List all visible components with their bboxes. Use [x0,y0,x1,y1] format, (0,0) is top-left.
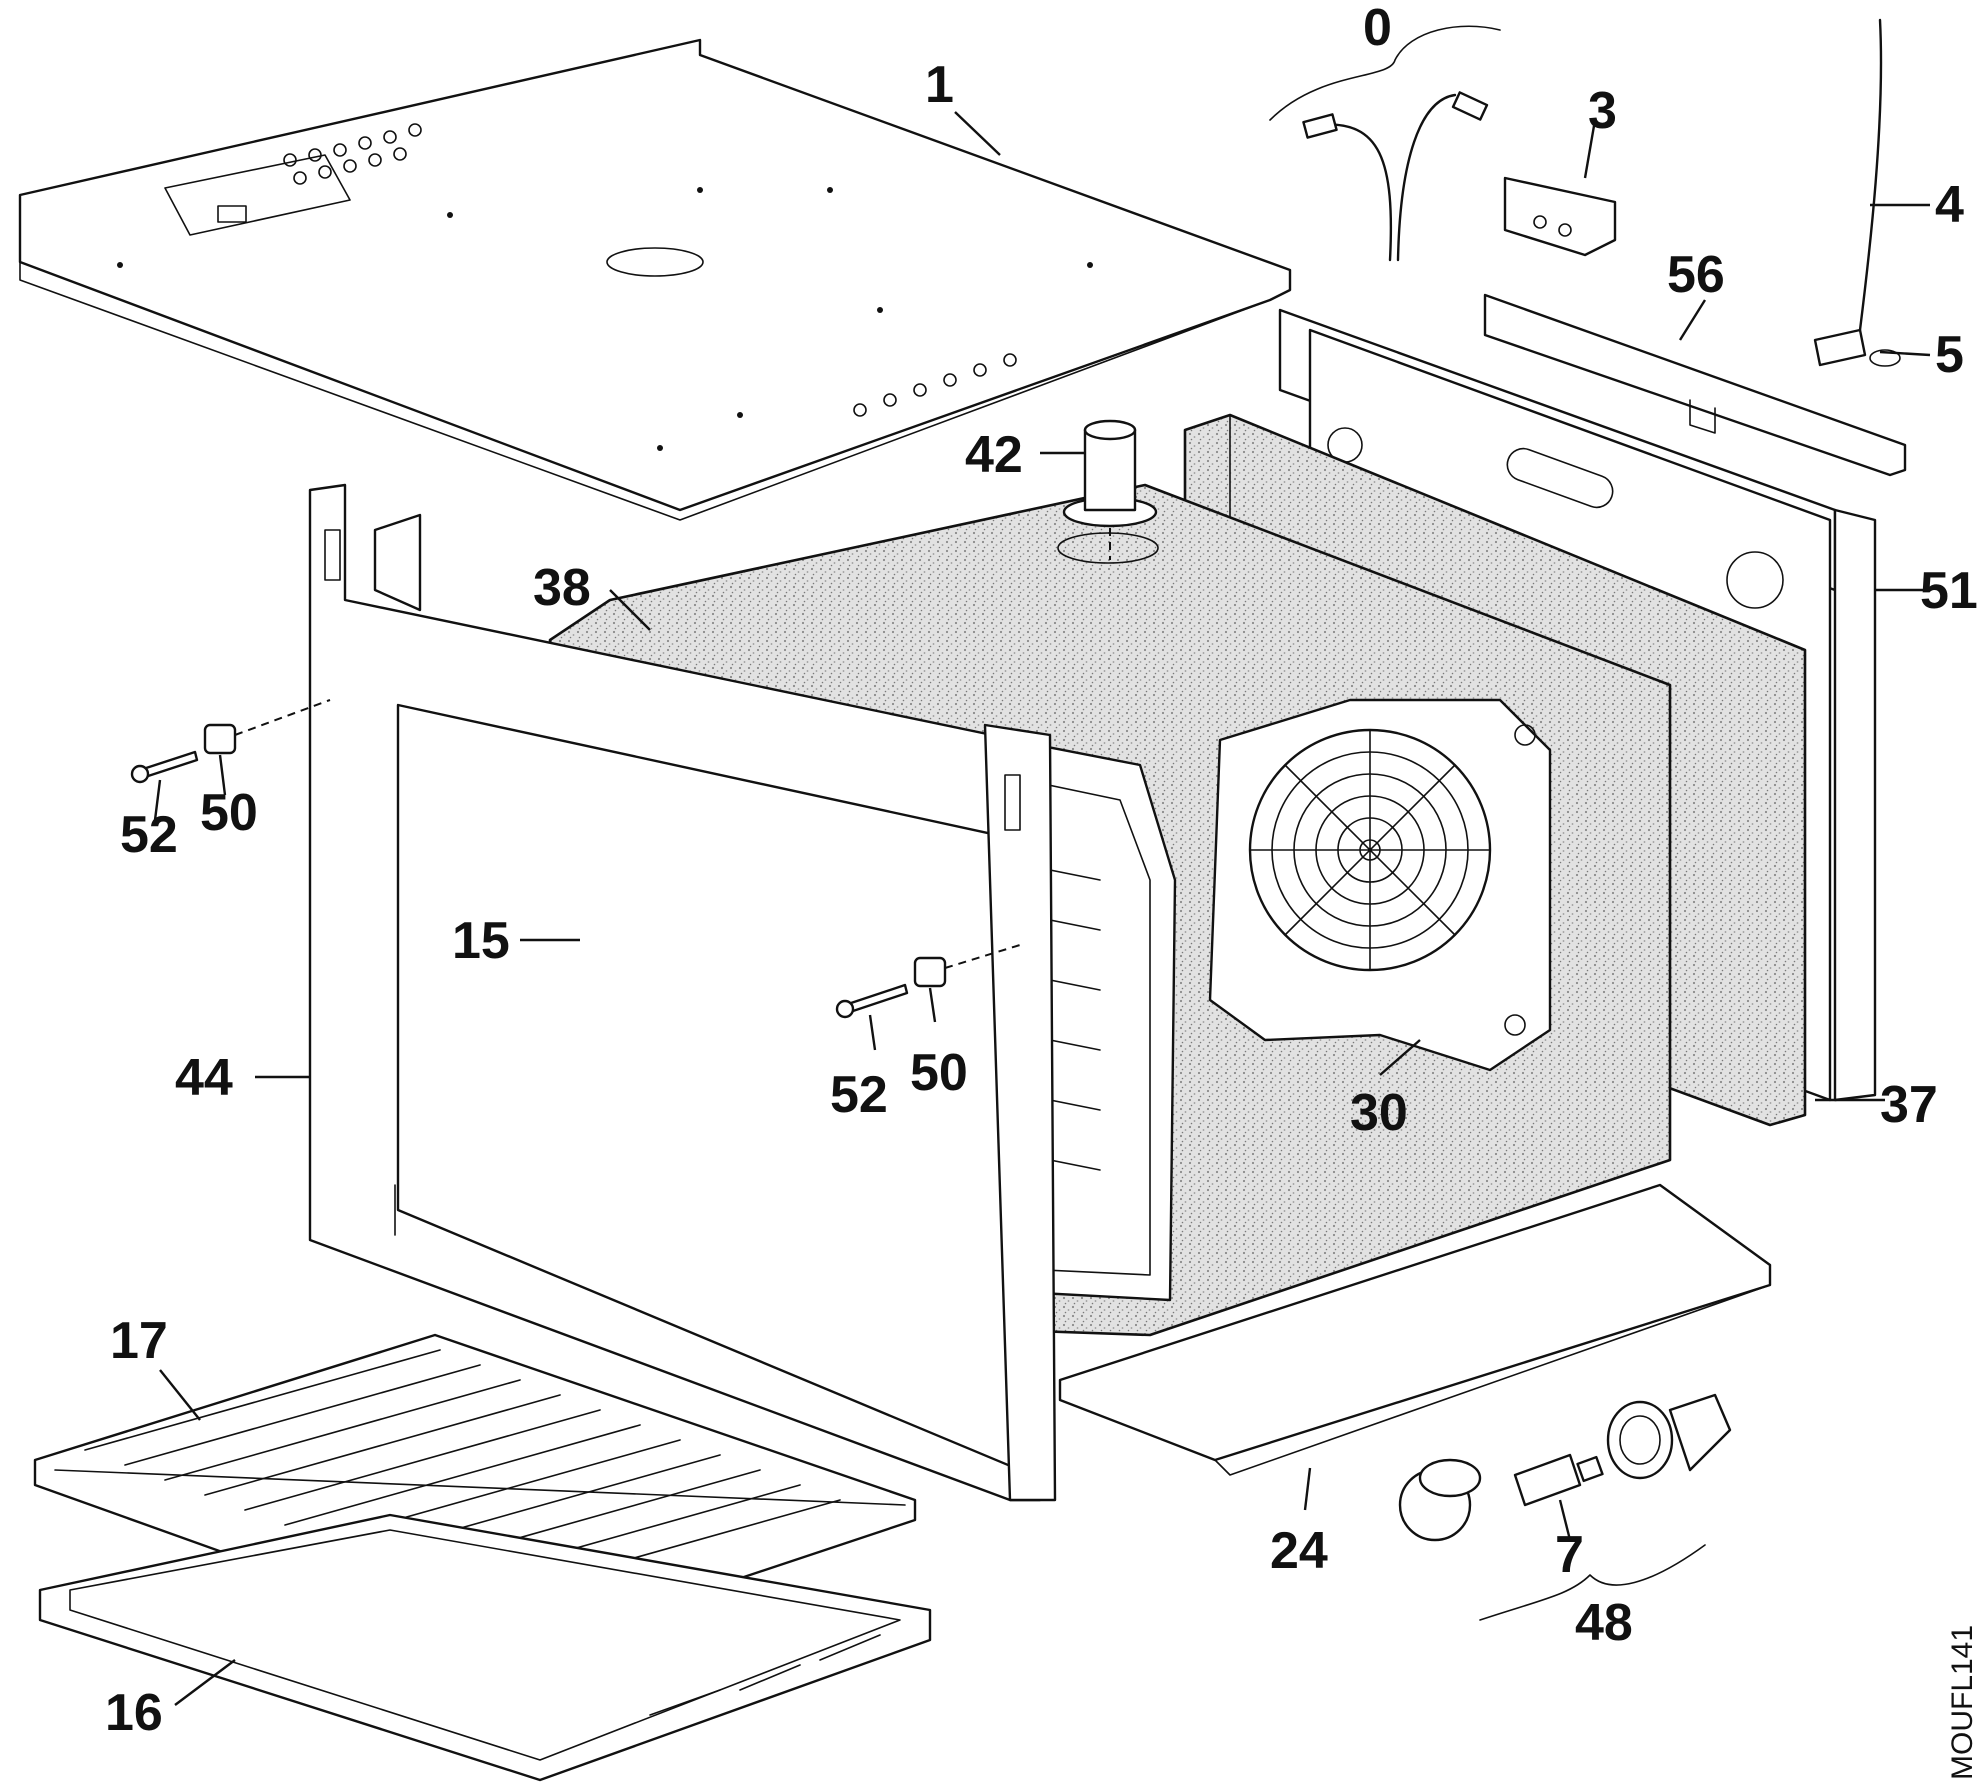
callout-1: 1 [925,56,954,114]
lamp-holder [1606,1393,1732,1480]
bottom-panel [1058,1183,1772,1476]
control-holes [283,123,422,185]
front-frame [308,483,1057,1502]
callout-0: 0 [1363,0,1392,57]
lamp-bulb [1513,1453,1604,1507]
terminal-block [1503,176,1617,257]
callout-7: 7 [1555,1526,1584,1584]
callouts: 0 1 3 4 5 56 42 38 51 52 50 15 44 52 50 … [105,0,1979,1780]
top-cover-panel [18,38,1292,521]
callout-44: 44 [175,1049,233,1107]
bushing-left [203,699,331,755]
callout-52-right: 52 [830,1066,888,1124]
callout-15: 15 [452,912,510,970]
callout-42: 42 [965,426,1023,484]
lamp-kit-bracket [1479,1544,1706,1621]
callout-24: 24 [1270,1522,1328,1580]
baking-tray [38,1513,932,1782]
callout-4: 4 [1935,176,1964,234]
callout-17: 17 [110,1312,168,1370]
mounting-bracket [1483,293,1907,477]
callout-30: 30 [1350,1084,1408,1142]
vent-pipe [1062,419,1158,560]
screw-right [835,983,909,1019]
callout-51: 51 [1920,562,1978,620]
front-slots [853,353,1017,417]
cable-and-sensor [1813,18,1901,367]
callout-16: 16 [105,1684,163,1742]
callout-50-left: 50 [200,784,258,842]
bushing-right [913,944,1021,988]
convection-fan [1208,698,1552,1072]
callout-56: 56 [1667,246,1725,304]
callout-52-left: 52 [120,806,178,864]
callout-37: 37 [1880,1076,1938,1134]
callout-48: 48 [1575,1594,1633,1652]
callout-5: 5 [1935,326,1964,384]
leader-lines [153,111,1931,1706]
drawing-code: MOUFL141 [1946,1625,1979,1780]
wire-harness [1269,25,1501,262]
callout-3: 3 [1588,82,1617,140]
screw-left [130,750,199,784]
callout-50-right: 50 [910,1044,968,1102]
lamp-cover [1398,1458,1482,1542]
callout-38: 38 [533,559,591,617]
